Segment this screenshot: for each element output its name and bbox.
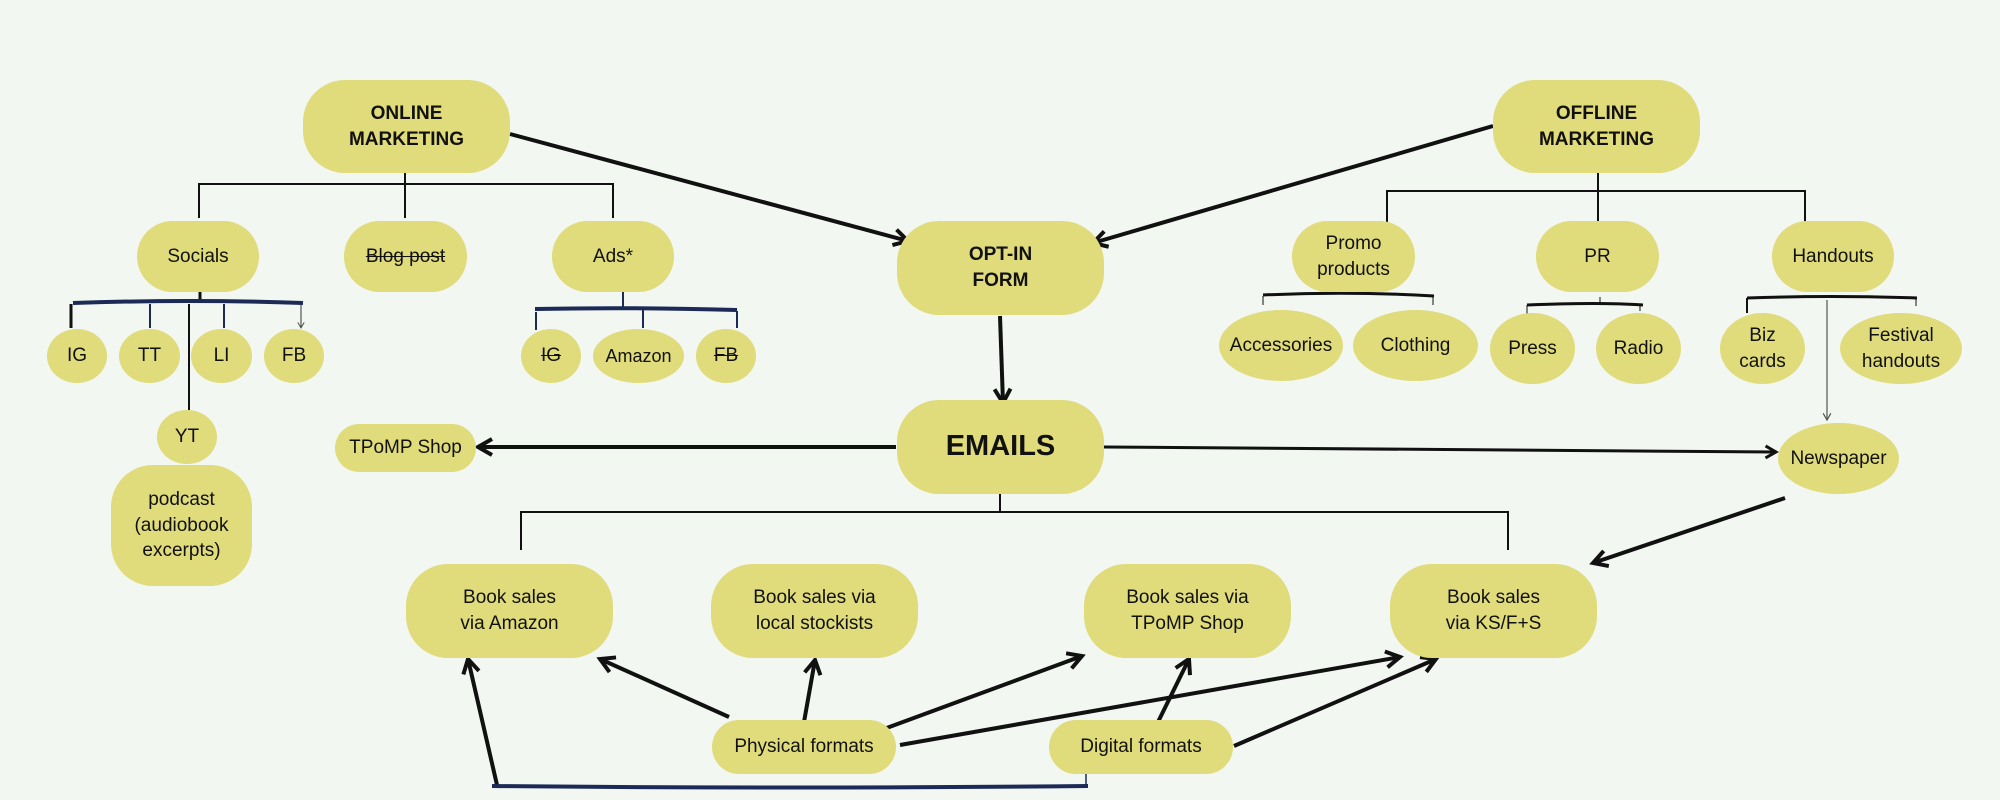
node-social-tt[interactable]: TT: [119, 329, 180, 383]
arrow-newspaper-to-ksfs: [1589, 496, 1786, 569]
node-promo-products[interactable]: Promo products: [1292, 221, 1415, 292]
node-label: Book sales via TPoMP Shop: [1126, 587, 1249, 634]
node-sales-local[interactable]: Book sales via local stockists: [711, 564, 918, 658]
node-label: IG: [66, 345, 88, 367]
node-label: LI: [213, 345, 230, 367]
node-social-li[interactable]: LI: [191, 329, 252, 383]
arrow-physical-to-amazon: [596, 655, 730, 719]
node-online-marketing[interactable]: ONLINE MARKETING: [303, 80, 510, 173]
node-label: EMAILS: [945, 430, 1056, 463]
node-sales-tpomp[interactable]: Book sales via TPoMP Shop: [1084, 564, 1291, 658]
node-label: Radio: [1613, 337, 1664, 359]
node-label: Biz cards: [1739, 324, 1786, 372]
node-label: ONLINE MARKETING: [348, 102, 465, 150]
node-label: Handouts: [1792, 245, 1874, 267]
node-emails[interactable]: EMAILS: [897, 400, 1104, 494]
node-podcast[interactable]: podcast (audiobook excerpts): [111, 465, 252, 586]
node-label: IG: [540, 345, 562, 367]
node-opt-in-form[interactable]: OPT-IN FORM: [897, 221, 1104, 315]
node-label: FB: [713, 345, 739, 367]
node-radio[interactable]: Radio: [1596, 313, 1681, 384]
node-accessories[interactable]: Accessories: [1219, 310, 1343, 381]
node-social-yt[interactable]: YT: [157, 410, 217, 464]
arrow-digital-to-amazon: [461, 655, 499, 786]
node-label: OPT-IN FORM: [968, 244, 1033, 291]
node-socials[interactable]: Socials: [137, 221, 259, 292]
node-label: Newspaper: [1790, 447, 1887, 469]
tree-offline-marketing: [1386, 172, 1806, 226]
node-label: Festival handouts: [1861, 324, 1941, 372]
tree-online-marketing: [198, 172, 614, 218]
node-label: TPoMP Shop: [349, 437, 462, 459]
arrow-digital-to-ksfs: [1233, 655, 1440, 748]
node-label: Blog post: [365, 245, 446, 267]
node-label: Press: [1508, 337, 1557, 359]
node-ads-ig[interactable]: IG: [521, 329, 581, 383]
node-label: YT: [174, 426, 200, 448]
node-sales-amazon[interactable]: Book sales via Amazon: [406, 564, 613, 658]
node-label: Physical formats: [734, 736, 874, 758]
node-blog-post[interactable]: Blog post: [344, 221, 467, 292]
node-label: FB: [281, 345, 307, 367]
arrow-offline-to-optin: [1089, 124, 1494, 249]
node-label: Socials: [167, 245, 229, 267]
node-festival-handouts[interactable]: Festival handouts: [1840, 313, 1962, 384]
arrow-digital-to-tpomp: [1156, 655, 1192, 723]
arrow-physical-to-local: [802, 656, 823, 723]
node-physical-formats[interactable]: Physical formats: [712, 720, 896, 774]
node-label: podcast (audiobook excerpts): [134, 489, 229, 562]
node-label: Book sales via Amazon: [460, 587, 559, 634]
tree-emails: [520, 493, 1509, 550]
node-ads-fb[interactable]: FB: [696, 329, 756, 383]
node-social-ig[interactable]: IG: [47, 329, 107, 383]
node-tpomp-shop[interactable]: TPoMP Shop: [335, 424, 476, 472]
tree-ads: [534, 292, 738, 330]
node-ads-amazon[interactable]: Amazon: [593, 329, 684, 383]
node-label: Amazon: [605, 345, 672, 366]
node-label: Clothing: [1380, 334, 1451, 356]
node-offline-marketing[interactable]: OFFLINE MARKETING: [1493, 80, 1700, 173]
node-press[interactable]: Press: [1490, 313, 1575, 384]
node-label: PR: [1584, 245, 1611, 267]
node-label: Digital formats: [1080, 736, 1202, 758]
node-newspaper[interactable]: Newspaper: [1778, 423, 1899, 494]
node-social-fb[interactable]: FB: [264, 329, 324, 383]
node-clothing[interactable]: Clothing: [1353, 310, 1478, 381]
node-label: OFFLINE MARKETING: [1538, 102, 1655, 150]
node-label: Accessories: [1229, 334, 1333, 356]
node-digital-formats[interactable]: Digital formats: [1049, 720, 1233, 774]
node-label: Book sales via local stockists: [753, 587, 876, 634]
arrow-optin-to-emails: [992, 315, 1013, 408]
node-ads[interactable]: Ads*: [552, 221, 674, 292]
node-handouts[interactable]: Handouts: [1772, 221, 1894, 292]
node-sales-ksfs[interactable]: Book sales via KS/F+S: [1390, 564, 1597, 658]
node-label: Ads*: [592, 245, 634, 267]
node-label: TT: [137, 345, 162, 367]
node-biz-cards[interactable]: Biz cards: [1720, 313, 1805, 384]
node-label: Promo products: [1317, 232, 1390, 280]
arrow-physical-to-tpomp: [883, 651, 1086, 731]
arrow-emails-to-newspaper: [1103, 444, 1780, 460]
node-pr[interactable]: PR: [1536, 221, 1659, 292]
node-label: Book sales via KS/F+S: [1445, 587, 1542, 634]
